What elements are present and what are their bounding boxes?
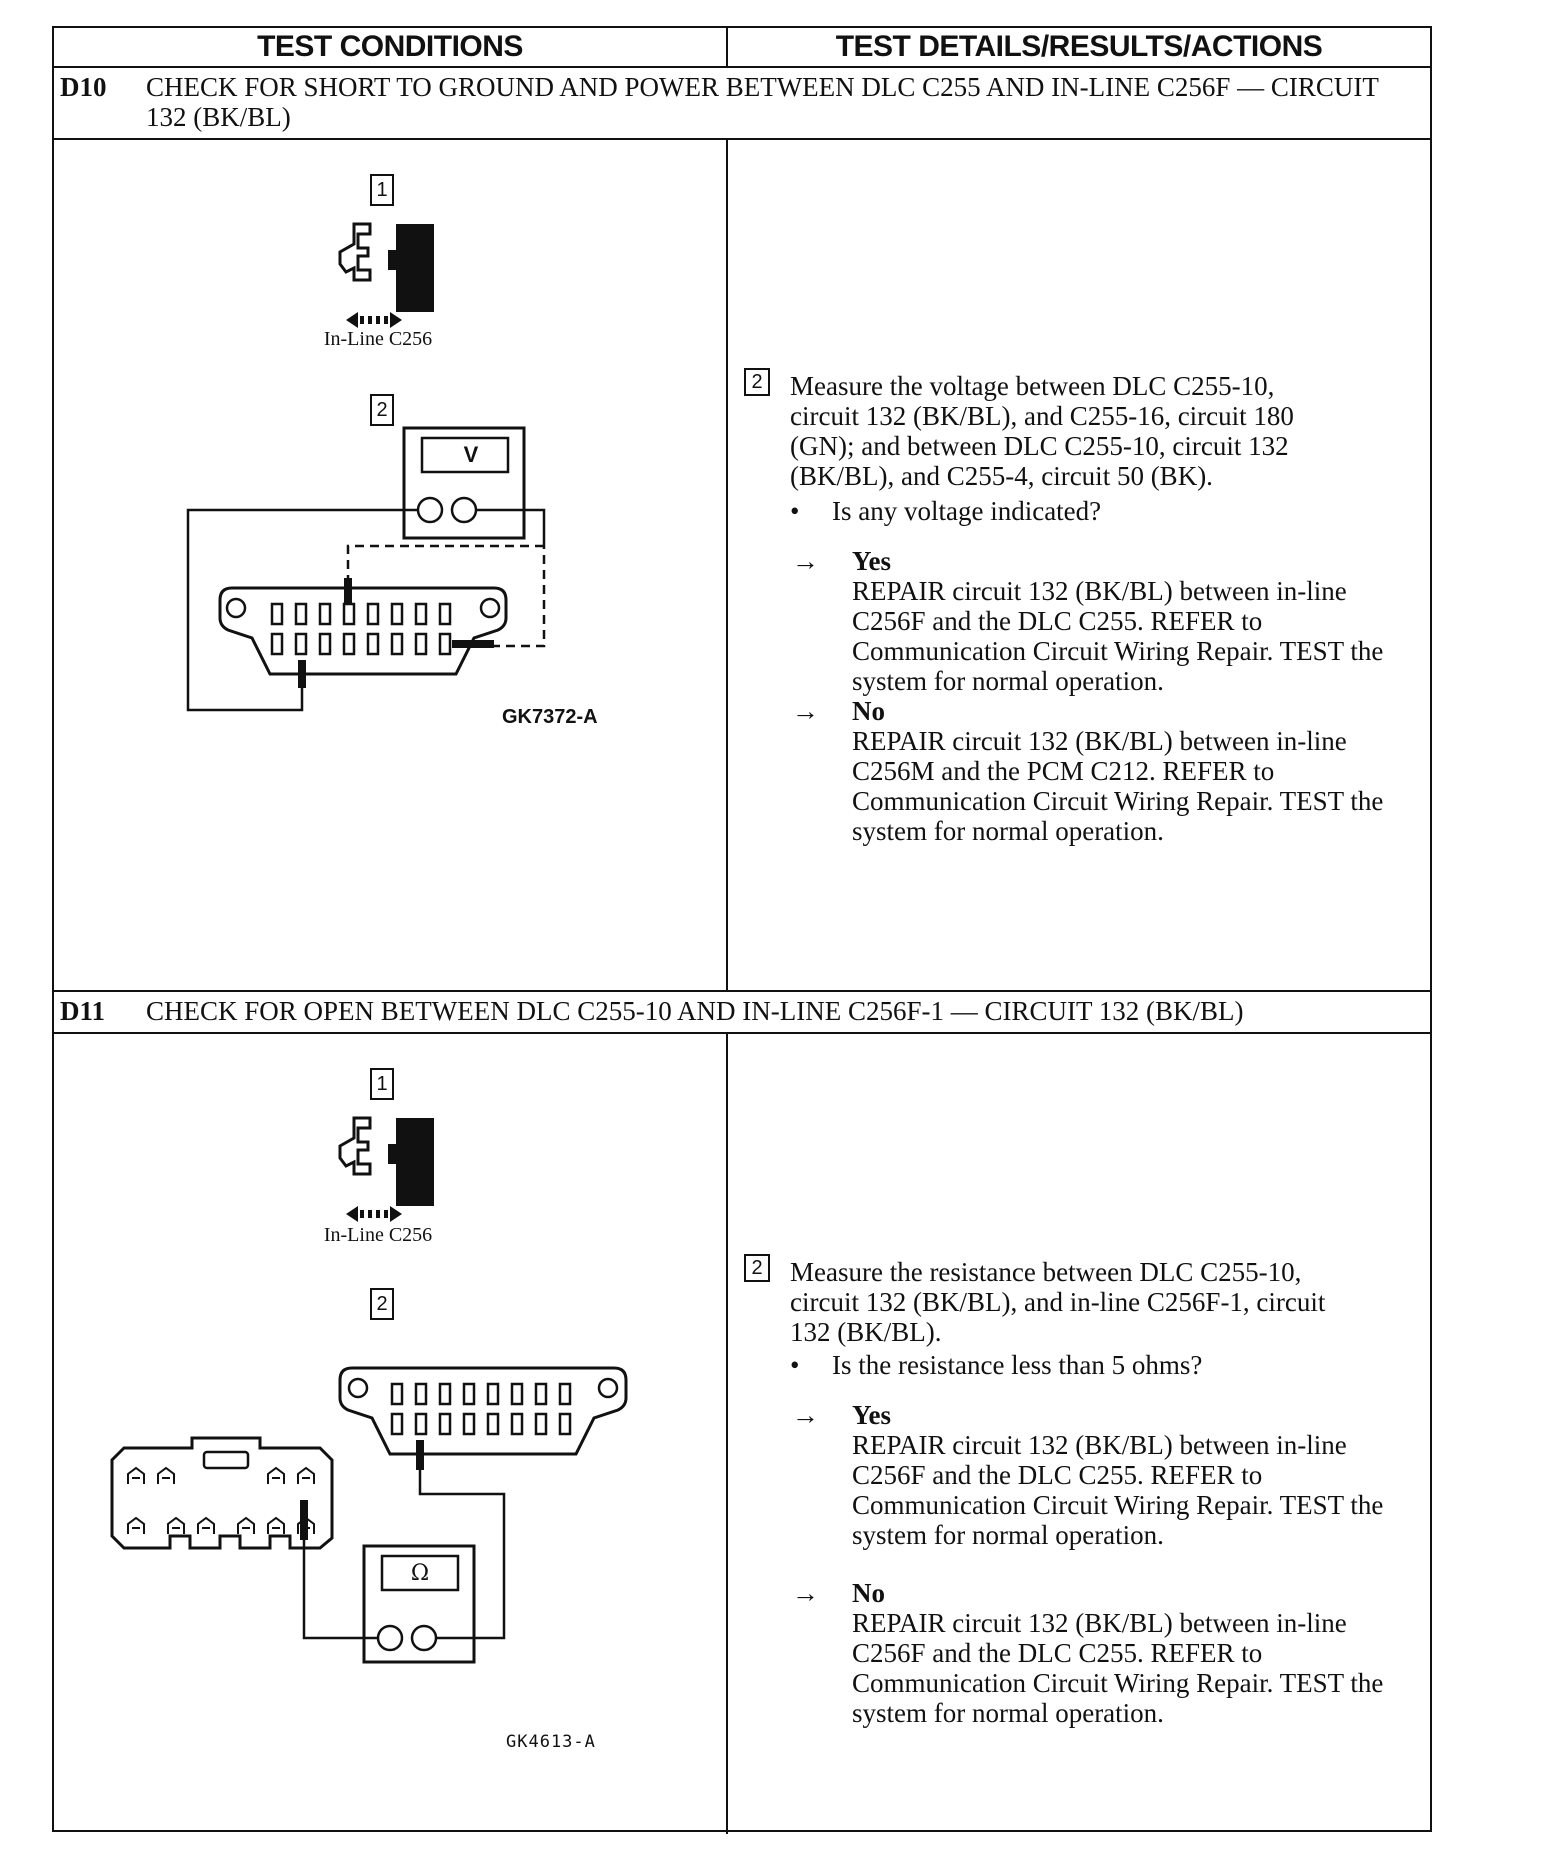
- test-procedure-table: TEST CONDITIONS TEST DETAILS/RESULTS/ACT…: [52, 26, 1432, 1834]
- connector-disconnect-icon: [338, 1116, 434, 1222]
- yes-response: → Yes REPAIR circuit 132 (BK/BL) between…: [792, 1400, 1412, 1550]
- header-column-divider: [726, 28, 728, 68]
- no-label: No: [852, 696, 885, 726]
- arrow-icon: →: [792, 546, 819, 576]
- step-title: CHECK FOR OPEN BETWEEN DLC C255-10 AND I…: [146, 996, 1244, 1026]
- question-text: Is any voltage indicated?: [832, 496, 1102, 526]
- yes-label: Yes: [852, 1400, 891, 1430]
- instruction-text: Measure the resistance between DLC C255-…: [790, 1257, 1326, 1347]
- figure-id: GK4613-A: [506, 1732, 596, 1752]
- arrow-icon: →: [792, 696, 819, 726]
- d10-title-divider: [54, 138, 1430, 140]
- d11-title-divider: [54, 1032, 1430, 1034]
- figure-id: GK7372-A: [502, 706, 598, 728]
- voltmeter-test-diagram: [186, 426, 546, 712]
- no-response: → No REPAIR circuit 132 (BK/BL) between …: [792, 696, 1412, 846]
- instruction-text: Measure the voltage between DLC C255-10,…: [790, 371, 1294, 491]
- step-2-box: 2: [744, 1254, 770, 1282]
- question: • Is the resistance less than 5 ohms?: [790, 1350, 1350, 1380]
- step-2-box: 2: [370, 1288, 394, 1320]
- question-text: Is the resistance less than 5 ohms?: [832, 1350, 1203, 1380]
- step-header-d11: D11 CHECK FOR OPEN BETWEEN DLC C255-10 A…: [54, 996, 1430, 1030]
- arrow-icon: →: [792, 1400, 819, 1430]
- no-action-text: REPAIR circuit 132 (BK/BL) between in-li…: [852, 1608, 1384, 1728]
- meter-display-label: V: [463, 442, 479, 467]
- bullet-icon: •: [790, 1350, 800, 1380]
- yes-response: → Yes REPAIR circuit 132 (BK/BL) between…: [792, 546, 1412, 696]
- column-header-test-conditions: TEST CONDITIONS: [257, 30, 523, 63]
- d10-bottom-divider: [54, 990, 1430, 992]
- d11-column-divider: [726, 1034, 728, 1834]
- column-header-test-details: TEST DETAILS/RESULTS/ACTIONS: [835, 30, 1323, 63]
- yes-label: Yes: [852, 546, 891, 576]
- meter-display-label: Ω: [410, 1560, 430, 1586]
- step-2-box: 2: [744, 368, 770, 396]
- step-2-box: 2: [370, 394, 394, 426]
- question: • Is any voltage indicated?: [790, 496, 1350, 526]
- arrow-icon: →: [792, 1578, 819, 1608]
- ohmmeter-test-diagram: [110, 1366, 628, 1664]
- step-id: D10: [60, 72, 107, 102]
- yes-action-text: REPAIR circuit 132 (BK/BL) between in-li…: [852, 1430, 1384, 1550]
- step-title: CHECK FOR SHORT TO GROUND AND POWER BETW…: [146, 72, 1379, 132]
- no-response: → No REPAIR circuit 132 (BK/BL) between …: [792, 1578, 1412, 1728]
- step-id: D11: [60, 996, 106, 1026]
- no-action-text: REPAIR circuit 132 (BK/BL) between in-li…: [852, 726, 1384, 846]
- step-1-box: 1: [370, 174, 394, 206]
- no-label: No: [852, 1578, 885, 1608]
- connector-caption: In-Line C256: [323, 328, 433, 350]
- yes-action-text: REPAIR circuit 132 (BK/BL) between in-li…: [852, 576, 1384, 696]
- connector-caption: In-Line C256: [323, 1224, 433, 1246]
- step-header-d10: D10 CHECK FOR SHORT TO GROUND AND POWER …: [54, 72, 1430, 136]
- bullet-icon: •: [790, 496, 800, 526]
- connector-disconnect-icon: [338, 222, 434, 328]
- d10-column-divider: [726, 140, 728, 992]
- header-divider: [54, 66, 1430, 68]
- step-1-box: 1: [370, 1068, 394, 1100]
